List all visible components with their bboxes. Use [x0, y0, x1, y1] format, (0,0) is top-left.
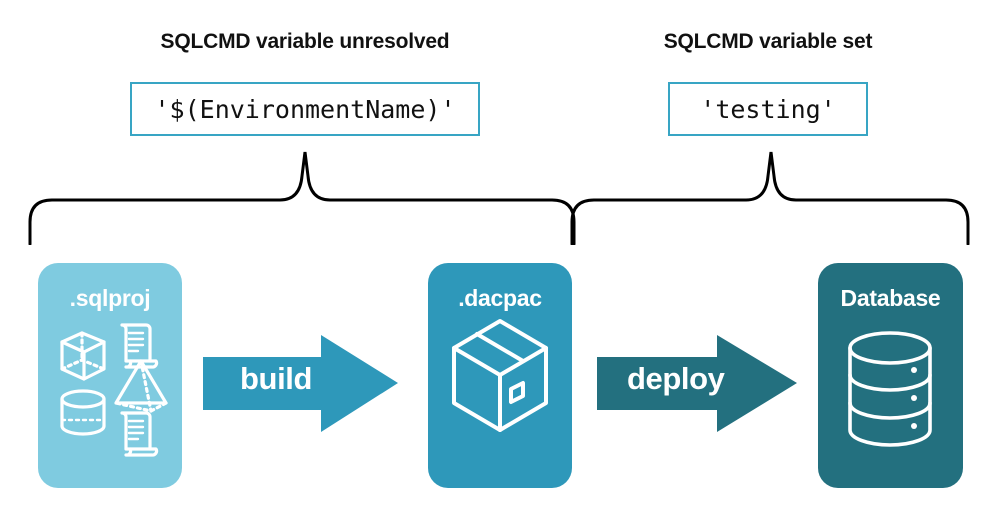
brace-left	[28, 150, 576, 250]
script-scroll-icon	[120, 411, 159, 457]
cube-icon	[60, 331, 106, 381]
arrow-deploy: deploy	[597, 335, 797, 437]
arrow-deploy-shape	[597, 335, 797, 432]
stage-card-dacpac[interactable]: .dacpac	[428, 263, 572, 488]
sqlcmd-value-box-unresolved: '$(EnvironmentName)'	[130, 82, 480, 136]
arrow-build-label: build	[240, 361, 313, 396]
arrow-build-shape	[203, 335, 398, 432]
package-box-icon	[452, 319, 548, 432]
stage-label-sqlproj: .sqlproj	[69, 285, 151, 311]
arrow-build: build	[203, 335, 398, 437]
cylinder-icon	[60, 389, 106, 436]
arrow-deploy-label: deploy	[627, 361, 725, 396]
sqlcmd-value-box-set: 'testing'	[668, 82, 868, 136]
pyramid-icon	[114, 359, 168, 413]
section-heading-right: SQLCMD variable set	[663, 30, 873, 53]
brace-right-path	[570, 151, 970, 246]
database-cylinder-icon	[848, 331, 932, 447]
stage-label-dacpac: .dacpac	[458, 285, 542, 311]
script-scroll-icon	[120, 323, 159, 369]
stage-card-database[interactable]: Database	[818, 263, 963, 488]
brace-right	[570, 150, 970, 250]
section-heading-left: SQLCMD variable unresolved	[160, 30, 450, 53]
stage-card-sqlproj[interactable]: .sqlproj	[38, 263, 182, 488]
brace-left-path	[28, 151, 576, 246]
stage-label-database: Database	[840, 285, 941, 311]
